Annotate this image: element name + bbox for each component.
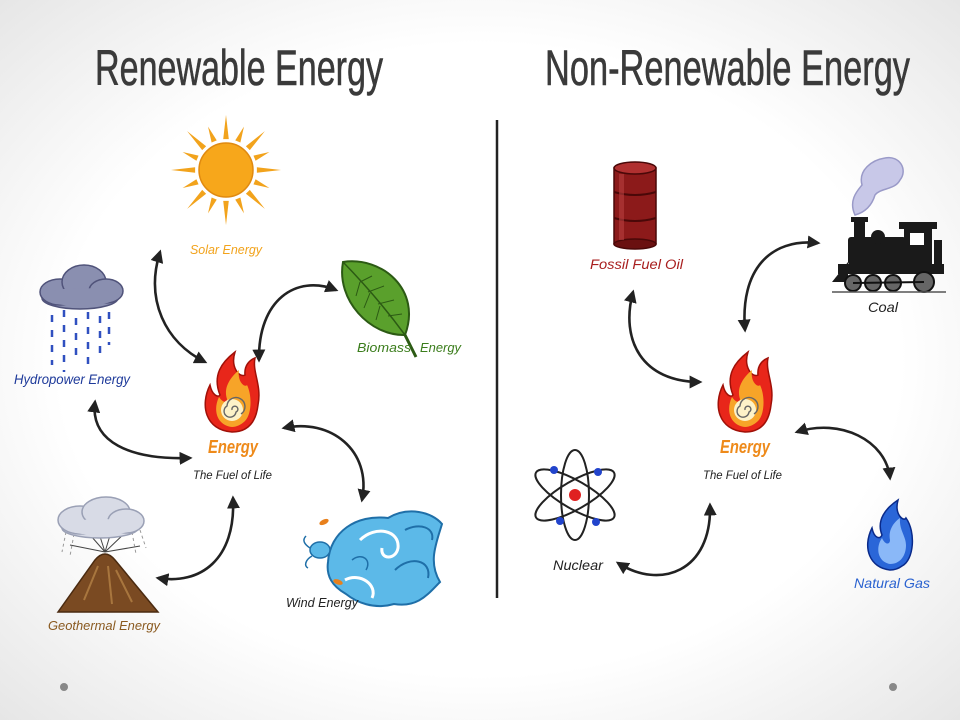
flame-icon	[717, 351, 773, 433]
nuclear-label: Nuclear	[553, 557, 604, 573]
sun-ray	[208, 126, 217, 143]
sun-ray	[223, 200, 229, 225]
renewable-title: Renewable Energy	[95, 40, 383, 96]
blue-flame-icon	[867, 498, 914, 571]
slide-dot-left	[60, 683, 68, 691]
biomass-label: Biomass	[357, 340, 412, 355]
sun-ray	[208, 197, 217, 214]
sun-ray	[245, 131, 265, 151]
fossil-fuel-oil-label: Fossil Fuel Oil	[590, 256, 684, 272]
smoke-cloud	[851, 156, 904, 216]
leaf-icon	[341, 260, 418, 358]
hydropower-energy-label: Hydropower Energy	[14, 371, 131, 387]
sun-ray	[171, 167, 196, 173]
rain-drops	[50, 310, 111, 372]
biomass-energy-label: Energy	[420, 340, 462, 355]
arrow-wind-energy	[281, 419, 371, 503]
arrow-solar-energy	[150, 249, 208, 364]
arrow-natural-gas	[794, 422, 896, 481]
arrow-hydropower-energy	[87, 399, 193, 465]
coal-label: Coal	[868, 299, 899, 315]
energy-center-subtitle: The Fuel of Life	[193, 468, 272, 482]
sun-ray	[182, 179, 199, 188]
slide-dot-right	[889, 683, 897, 691]
steam-train-icon	[832, 156, 946, 293]
sun-ray	[235, 126, 244, 143]
sun-ray	[187, 131, 207, 151]
non-renewable-title: Non-Renewable Energy	[545, 40, 910, 96]
oil-barrel-icon	[613, 161, 657, 250]
rain-cloud-icon	[39, 264, 124, 372]
sun-ray	[187, 189, 207, 209]
sun-ray	[235, 197, 244, 214]
arrow-geothermal-energy	[155, 495, 240, 587]
volcano-icon	[56, 496, 160, 613]
sun-ray	[253, 179, 270, 188]
sun-ray	[245, 189, 265, 209]
arrow-coal	[737, 235, 821, 333]
wind-energy-label: Wind Energy	[286, 595, 359, 610]
energy-center-subtitle: The Fuel of Life	[703, 468, 782, 482]
sun-rays	[171, 115, 281, 225]
sun-ray	[182, 152, 199, 161]
sun-ray	[223, 115, 229, 140]
sun-ray	[253, 152, 270, 161]
solar-energy-label: Solar Energy	[190, 242, 263, 257]
energy-center-title: Energy	[208, 437, 259, 457]
arrow-nuclear	[615, 502, 717, 577]
arrow-fossil-fuel-oil	[624, 289, 703, 389]
arrow-biomass-energy	[252, 280, 339, 363]
sun-ray	[256, 167, 281, 173]
energy-center-title: Energy	[720, 437, 771, 457]
sun-disc	[198, 142, 254, 198]
natural-gas-label: Natural Gas	[854, 575, 930, 591]
geothermal-energy-label: Geothermal Energy	[48, 618, 161, 633]
atom-icon	[534, 449, 616, 541]
flame-icon	[204, 351, 260, 433]
sun-icon	[171, 115, 281, 225]
wind-wave-icon	[303, 510, 444, 608]
